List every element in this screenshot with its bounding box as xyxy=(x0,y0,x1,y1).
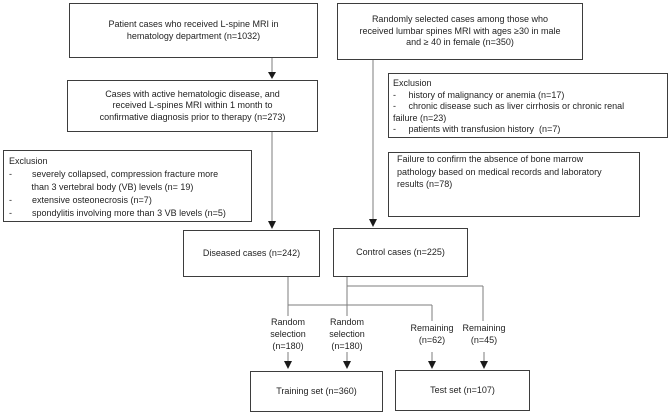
box-test-set-text: Test set (n=107) xyxy=(430,384,495,395)
box-active-hematologic-disease-text: Cases with active hematologic disease, a… xyxy=(99,88,286,122)
box-control-cases-text: Control cases (n=225) xyxy=(356,246,445,257)
box-training-set: Training set (n=360) xyxy=(250,371,383,412)
box-exclusion-diseased-text: Exclusion - severely collapsed, compress… xyxy=(9,156,226,218)
box-active-hematologic-disease: Cases with active hematologic disease, a… xyxy=(67,80,318,132)
box-exclusion-control-text: Exclusion - history of malignancy or ane… xyxy=(393,78,625,135)
arrowhead-down-icon xyxy=(284,361,292,369)
connector-patient-to-hematologic xyxy=(268,58,276,79)
arrowhead-down-icon xyxy=(369,219,377,227)
arrowhead-down-icon xyxy=(268,72,276,79)
box-diseased-cases: Diseased cases (n=242) xyxy=(183,230,320,277)
box-test-set: Test set (n=107) xyxy=(395,370,530,411)
label-random-selection-2: Random selection (n=180) xyxy=(329,317,365,351)
arrowhead-down-icon xyxy=(428,361,436,369)
label-random-selection-1: Random selection (n=180) xyxy=(270,317,306,351)
box-training-set-text: Training set (n=360) xyxy=(276,385,357,396)
box-diseased-cases-text: Diseased cases (n=242) xyxy=(202,247,301,258)
arrow-random-selection-2-to-training xyxy=(343,352,351,369)
connector-random-to-control xyxy=(369,60,377,227)
arrow-random-selection-1-to-training xyxy=(284,352,292,369)
arrowhead-down-icon xyxy=(480,361,488,369)
arrowhead-down-icon xyxy=(268,221,276,229)
box-failure-to-confirm-text: Failure to confirm the absence of bone m… xyxy=(397,154,602,189)
label-remaining-45: Remaining (n=45) xyxy=(462,323,506,345)
box-randomly-selected-cases-text: Randomly selected cases among those who … xyxy=(359,14,561,48)
box-exclusion-control: Exclusion - history of malignancy or ane… xyxy=(388,73,668,138)
connector-control-branch xyxy=(346,277,484,321)
arrowhead-down-icon xyxy=(343,361,351,369)
box-control-cases: Control cases (n=225) xyxy=(333,228,468,277)
box-randomly-selected-cases: Randomly selected cases among those who … xyxy=(337,3,583,60)
box-failure-to-confirm: Failure to confirm the absence of bone m… xyxy=(388,152,640,217)
box-patient-cases: Patient cases who received L-spine MRI i… xyxy=(69,3,318,58)
arrow-remaining-62-to-test xyxy=(428,352,436,369)
arrow-remaining-45-to-test xyxy=(480,352,488,369)
connector-hematologic-to-diseased xyxy=(268,132,276,229)
label-remaining-62: Remaining (n=62) xyxy=(410,323,454,345)
box-exclusion-diseased: Exclusion - severely collapsed, compress… xyxy=(3,150,252,222)
connector-diseased-branch xyxy=(287,277,433,321)
box-patient-cases-text: Patient cases who received L-spine MRI i… xyxy=(108,19,279,41)
